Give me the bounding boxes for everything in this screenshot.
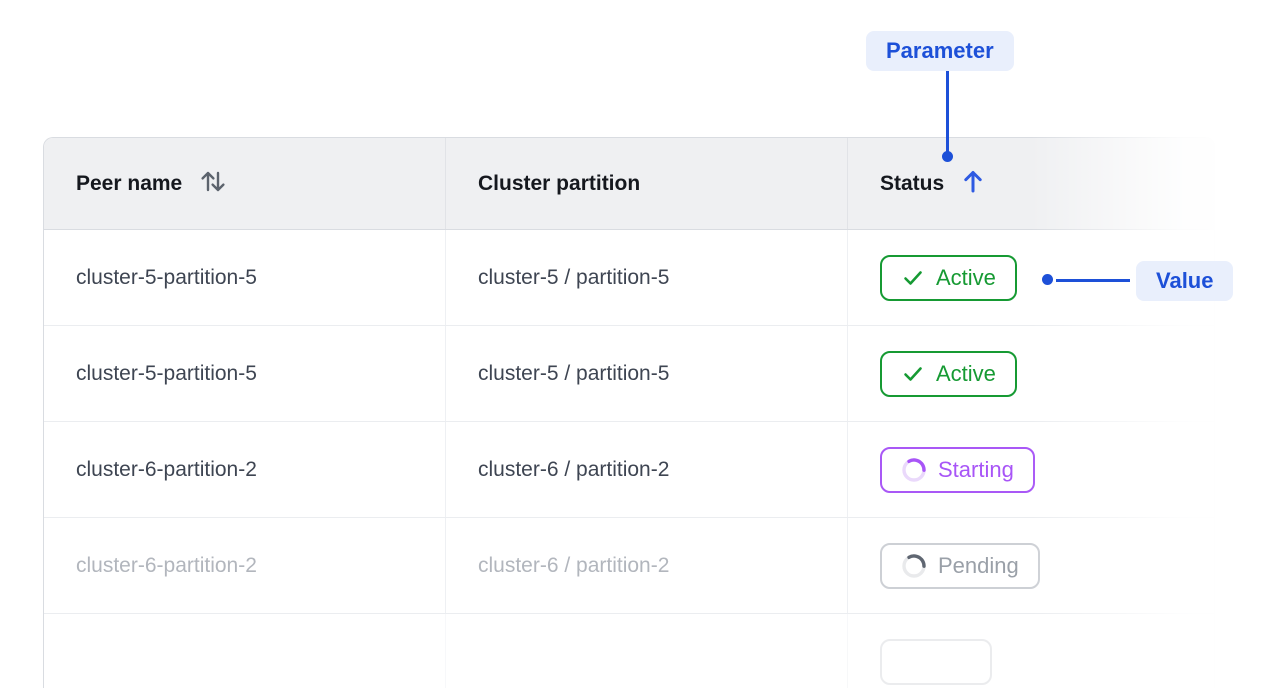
status-cell: Starting [848, 422, 1214, 517]
spinner-icon [901, 457, 927, 483]
status-cell: Active [848, 230, 1214, 325]
cluster-partition-cell: cluster-5 / partition-5 [446, 230, 848, 325]
status-badge-label: Pending [938, 552, 1019, 578]
status-badge-pending: Pending [880, 542, 1040, 589]
status-badge-label: Active [936, 264, 996, 290]
peer-name-cell: cluster-6-partition-2 [44, 518, 446, 613]
status-cell: Active [848, 326, 1214, 421]
value-callout-pill: Value [1136, 261, 1234, 301]
table-row[interactable] [44, 614, 1214, 688]
sort-both-icon[interactable] [198, 165, 228, 203]
value-connector-line [1056, 279, 1130, 282]
parameter-connector-dot [942, 151, 953, 162]
sort-ascending-icon[interactable] [960, 167, 986, 201]
cluster-partition-cell: cluster-6 / partition-2 [446, 518, 848, 613]
value-connector-dot [1042, 274, 1053, 285]
table-row[interactable]: cluster-5-partition-5 cluster-5 / partit… [44, 230, 1214, 326]
status-cell: Pending [848, 518, 1214, 613]
column-header-peer-name[interactable]: Peer name [44, 138, 446, 229]
parameter-connector-line [946, 71, 949, 153]
table-header-row: Peer name Cluster partition Status [44, 138, 1214, 230]
check-icon [901, 266, 925, 290]
peer-name-cell: cluster-5-partition-5 [44, 230, 446, 325]
check-icon [901, 362, 925, 386]
peer-name-cell: cluster-5-partition-5 [44, 326, 446, 421]
status-badge-active: Active [880, 254, 1017, 301]
spinner-icon [901, 553, 927, 579]
status-cell [848, 614, 1214, 688]
peers-table: Peer name Cluster partition Status [43, 137, 1215, 688]
cluster-partition-cell [446, 614, 848, 688]
table-row[interactable]: cluster-5-partition-5 cluster-5 / partit… [44, 326, 1214, 422]
status-badge [880, 639, 992, 685]
status-header-label: Status [880, 171, 945, 195]
peer-name-cell [44, 614, 446, 688]
status-badge-label: Starting [938, 456, 1014, 482]
peer-name-header-label: Peer name [76, 171, 183, 195]
cluster-partition-cell: cluster-5 / partition-5 [446, 326, 848, 421]
status-badge-starting: Starting [880, 446, 1035, 493]
column-header-cluster-partition: Cluster partition [446, 138, 848, 229]
parameter-callout-pill: Parameter [866, 31, 1014, 71]
peer-name-cell: cluster-6-partition-2 [44, 422, 446, 517]
cluster-partition-header-label: Cluster partition [478, 171, 641, 195]
cluster-partition-cell: cluster-6 / partition-2 [446, 422, 848, 517]
table-row[interactable]: cluster-6-partition-2 cluster-6 / partit… [44, 422, 1214, 518]
table-row[interactable]: cluster-6-partition-2 cluster-6 / partit… [44, 518, 1214, 614]
status-badge-active: Active [880, 350, 1017, 397]
column-header-status[interactable]: Status [848, 138, 1214, 229]
status-badge-label: Active [936, 360, 996, 386]
